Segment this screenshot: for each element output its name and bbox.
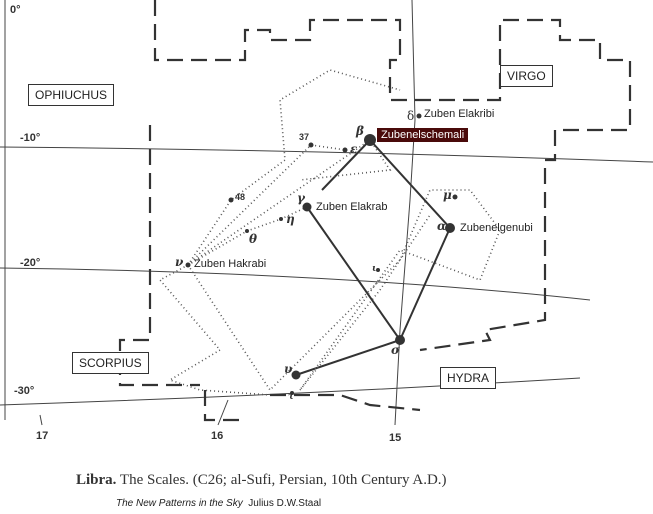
label-zuben-elakrab: Zuben Elakrab [316, 201, 388, 213]
star-epsilon [342, 147, 348, 153]
al-sufi-figure [158, 69, 501, 396]
caption-title: Libra. [76, 472, 117, 488]
constellation-scorpius: SCORPIUS [72, 352, 149, 374]
greek-tau: τ [288, 392, 295, 402]
greek-sigma: σ [391, 343, 400, 357]
greek-eta: η [286, 212, 295, 226]
dec-line-20 [0, 267, 591, 301]
label-37: 37 [299, 132, 310, 142]
star-gamma [302, 202, 312, 212]
star-mu [452, 194, 458, 200]
ra-line-16 [217, 399, 229, 426]
label-zubenelschemali: Zubenelschemali [377, 128, 469, 142]
ra-label-15: 15 [389, 432, 402, 444]
star-theta [245, 229, 249, 233]
star-sigma [395, 335, 405, 345]
greek-beta: β [356, 124, 364, 138]
star-upsilon [291, 370, 301, 380]
label-zuben-hakrabi: Zuben Hakrabi [194, 258, 267, 270]
ra-line-17 [39, 414, 43, 426]
source-credit: The New Patterns in the Sky Julius D.W.S… [116, 498, 321, 509]
star-37 [308, 142, 314, 148]
dec-label-30: -30° [14, 385, 35, 397]
dec-label-10: -10° [20, 132, 41, 144]
ra-label-17: 17 [36, 430, 49, 442]
source-title: The New Patterns in the Sky [116, 498, 243, 509]
ra-line-15 [394, 0, 416, 426]
greek-iota: ι [372, 264, 377, 274]
caption-text: The Scales. (C26; al-Sufi, Persian, 10th… [116, 472, 447, 488]
greek-theta: θ [249, 232, 258, 246]
label-zubenelgenubi: Zubenelgenubi [460, 222, 533, 234]
star-nu [185, 262, 191, 268]
star-iota [376, 268, 380, 272]
star-beta [364, 134, 376, 146]
constellation-boundaries [118, 0, 632, 422]
star-tau [290, 391, 294, 395]
greek-nu: ν [175, 255, 184, 269]
greek-delta: δ [407, 109, 415, 123]
dec-line-30 [0, 377, 581, 406]
constellation-hydra: HYDRA [440, 367, 497, 389]
star-48 [228, 197, 234, 203]
caption: Libra. The Scales. (C26; al-Sufi, Persia… [76, 472, 447, 489]
dec-label-0: 0° [10, 4, 21, 16]
constellation-ophiuchus: OPHIUCHUS [28, 84, 115, 106]
star-delta [416, 113, 422, 119]
source-author: Julius D.W.Staal [248, 498, 322, 509]
dec-label-20: -20° [20, 257, 41, 269]
greek-upsilon: υ [284, 362, 293, 376]
constellation-virgo: VIRGO [500, 65, 553, 87]
coordinate-grid [0, 0, 653, 426]
label-48: 48 [235, 192, 246, 202]
stars [185, 113, 458, 395]
greek-epsilon: ε [350, 142, 358, 156]
star-eta [279, 217, 283, 221]
label-zuben-elakribi: Zuben Elakribi [424, 108, 495, 120]
greek-gamma: γ [297, 191, 305, 205]
libra-figure-lines [295, 139, 452, 376]
star-alpha [445, 223, 455, 233]
greek-mu: μ [443, 188, 452, 202]
dec-line-10 [0, 146, 653, 163]
greek-alpha: α [437, 219, 447, 233]
ra-label-16: 16 [211, 430, 224, 442]
